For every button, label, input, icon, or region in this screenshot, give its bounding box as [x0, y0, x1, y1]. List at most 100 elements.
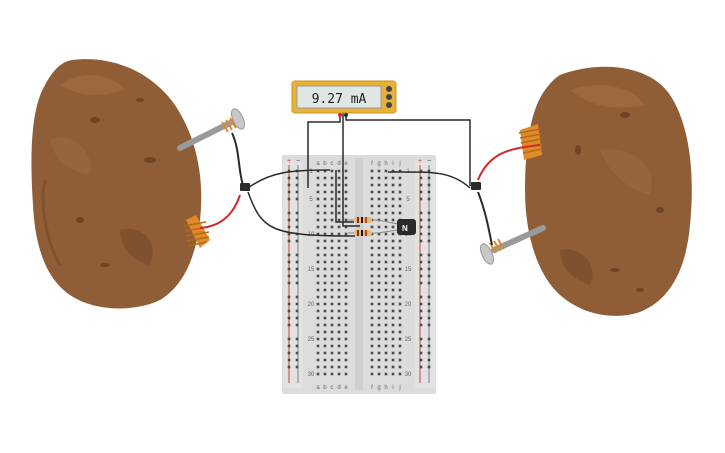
breadboard-hole[interactable]	[323, 246, 327, 250]
breadboard-hole[interactable]	[377, 211, 381, 215]
breadboard-hole[interactable]	[344, 274, 348, 278]
breadboard-hole[interactable]	[391, 281, 395, 285]
breadboard-hole[interactable]	[316, 225, 320, 229]
breadboard-hole[interactable]	[344, 365, 348, 369]
breadboard-hole[interactable]	[398, 176, 402, 180]
breadboard-hole[interactable]	[295, 253, 299, 257]
breadboard-hole[interactable]	[295, 267, 299, 271]
breadboard-hole[interactable]	[427, 225, 431, 229]
breadboard-hole[interactable]	[344, 232, 348, 236]
breadboard-hole[interactable]	[370, 246, 374, 250]
breadboard-hole[interactable]	[384, 176, 388, 180]
breadboard-hole[interactable]	[391, 204, 395, 208]
breadboard-hole[interactable]	[316, 246, 320, 250]
breadboard-hole[interactable]	[370, 190, 374, 194]
breadboard-hole[interactable]	[316, 323, 320, 327]
breadboard-hole[interactable]	[330, 197, 334, 201]
breadboard-holes[interactable]	[287, 169, 431, 376]
breadboard-hole[interactable]	[377, 176, 381, 180]
breadboard-hole[interactable]	[330, 239, 334, 243]
breadboard-hole[interactable]	[316, 344, 320, 348]
breadboard-hole[interactable]	[323, 281, 327, 285]
breadboard-hole[interactable]	[323, 253, 327, 257]
breadboard-hole[interactable]	[419, 176, 423, 180]
breadboard-hole[interactable]	[330, 246, 334, 250]
breadboard-hole[interactable]	[295, 274, 299, 278]
breadboard-hole[interactable]	[427, 169, 431, 173]
breadboard-hole[interactable]	[295, 176, 299, 180]
breadboard-hole[interactable]	[316, 365, 320, 369]
breadboard-hole[interactable]	[316, 309, 320, 313]
breadboard-hole[interactable]	[419, 253, 423, 257]
breadboard-hole[interactable]	[316, 337, 320, 341]
breadboard-hole[interactable]	[377, 330, 381, 334]
breadboard-hole[interactable]	[316, 295, 320, 299]
breadboard-hole[interactable]	[370, 337, 374, 341]
breadboard-hole[interactable]	[295, 260, 299, 264]
breadboard-hole[interactable]	[370, 183, 374, 187]
breadboard-hole[interactable]	[419, 183, 423, 187]
breadboard-hole[interactable]	[287, 316, 291, 320]
left-potato[interactable]	[31, 59, 202, 309]
led-component[interactable]: N	[377, 219, 416, 235]
breadboard-hole[interactable]	[316, 211, 320, 215]
breadboard-hole[interactable]	[419, 211, 423, 215]
breadboard-hole[interactable]	[295, 351, 299, 355]
breadboard-hole[interactable]	[427, 232, 431, 236]
breadboard-hole[interactable]	[337, 309, 341, 313]
breadboard-hole[interactable]	[337, 232, 341, 236]
breadboard-hole[interactable]	[295, 197, 299, 201]
breadboard-hole[interactable]	[316, 197, 320, 201]
breadboard-hole[interactable]	[391, 260, 395, 264]
breadboard-hole[interactable]	[287, 169, 291, 173]
breadboard-hole[interactable]	[316, 281, 320, 285]
breadboard-hole[interactable]	[377, 204, 381, 208]
breadboard-hole[interactable]	[323, 232, 327, 236]
breadboard-hole[interactable]	[344, 211, 348, 215]
breadboard-hole[interactable]	[377, 344, 381, 348]
breadboard-hole[interactable]	[391, 190, 395, 194]
breadboard-hole[interactable]	[337, 358, 341, 362]
breadboard-hole[interactable]	[377, 309, 381, 313]
breadboard-hole[interactable]	[316, 176, 320, 180]
breadboard-hole[interactable]	[377, 253, 381, 257]
breadboard-hole[interactable]	[344, 225, 348, 229]
breadboard-hole[interactable]	[337, 323, 341, 327]
breadboard-hole[interactable]	[398, 274, 402, 278]
breadboard-hole[interactable]	[316, 190, 320, 194]
breadboard-hole[interactable]	[419, 365, 423, 369]
breadboard-hole[interactable]	[391, 337, 395, 341]
breadboard-hole[interactable]	[391, 323, 395, 327]
breadboard-hole[interactable]	[323, 204, 327, 208]
breadboard-hole[interactable]	[419, 295, 423, 299]
breadboard-hole[interactable]	[398, 288, 402, 292]
breadboard-hole[interactable]	[330, 330, 334, 334]
breadboard-hole[interactable]	[330, 232, 334, 236]
breadboard-hole[interactable]	[377, 351, 381, 355]
breadboard-hole[interactable]	[398, 302, 402, 306]
breadboard-hole[interactable]	[398, 295, 402, 299]
breadboard-hole[interactable]	[323, 239, 327, 243]
breadboard-hole[interactable]	[377, 316, 381, 320]
breadboard-hole[interactable]	[384, 225, 388, 229]
breadboard-hole[interactable]	[323, 183, 327, 187]
breadboard-hole[interactable]	[287, 337, 291, 341]
breadboard-hole[interactable]	[419, 197, 423, 201]
multimeter-terminal-v[interactable]	[386, 94, 392, 100]
breadboard-hole[interactable]	[391, 274, 395, 278]
breadboard-hole[interactable]	[344, 330, 348, 334]
breadboard-hole[interactable]	[370, 295, 374, 299]
breadboard-hole[interactable]	[323, 344, 327, 348]
breadboard-hole[interactable]	[295, 218, 299, 222]
breadboard-hole[interactable]	[384, 372, 388, 376]
breadboard-hole[interactable]	[323, 274, 327, 278]
breadboard-hole[interactable]	[370, 358, 374, 362]
breadboard-hole[interactable]	[391, 295, 395, 299]
breadboard-hole[interactable]	[287, 239, 291, 243]
breadboard-hole[interactable]	[427, 316, 431, 320]
breadboard-hole[interactable]	[377, 295, 381, 299]
breadboard-hole[interactable]	[316, 232, 320, 236]
breadboard-hole[interactable]	[384, 239, 388, 243]
breadboard-hole[interactable]	[330, 260, 334, 264]
